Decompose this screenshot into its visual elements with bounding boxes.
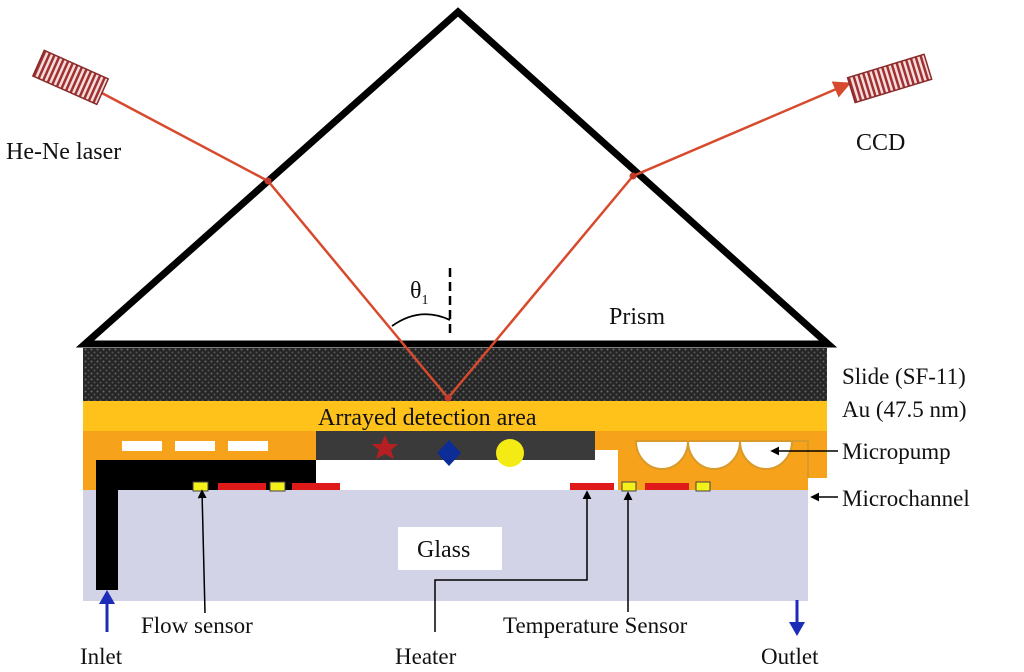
inlet-label: Inlet — [80, 644, 123, 669]
diamond-analyte-icon — [437, 440, 461, 466]
temperature-sensor-left-1 — [192, 481, 209, 492]
flow-sensor-label: Flow sensor — [141, 613, 253, 638]
glass-label-box — [398, 527, 502, 570]
theta-symbol: θ — [410, 278, 422, 304]
ccd-detector-icon — [846, 53, 933, 104]
beam-entry-point — [264, 177, 272, 185]
heater-right-2 — [645, 483, 689, 490]
theta-subscript: 1 — [422, 293, 429, 308]
micropump-label: Micropump — [842, 439, 951, 464]
theta-label: θ1 — [410, 278, 429, 308]
laser-label: He-Ne laser — [6, 139, 121, 165]
glass-label: Glass — [417, 537, 470, 563]
star-analyte-icon — [372, 435, 398, 459]
valve-block-1 — [122, 441, 162, 451]
heater-label: Heater — [395, 644, 457, 669]
microchannel-label: Microchannel — [842, 486, 970, 511]
ccd-label: CCD — [856, 130, 905, 156]
valve-block-2 — [175, 441, 215, 451]
outlet-arrow-icon — [789, 600, 805, 636]
outlet-channel — [808, 478, 828, 601]
heater-left-2 — [292, 483, 340, 490]
beam-exit-point — [629, 172, 637, 180]
temperature-sensor-right-1 — [621, 481, 637, 492]
prism-outline — [75, 7, 838, 348]
circle-analyte-icon — [496, 439, 524, 467]
slide-layer — [83, 348, 827, 401]
temperature-sensor-left-2 — [269, 481, 286, 492]
valve-block-3 — [228, 441, 268, 451]
heater-pointer — [434, 490, 592, 632]
outlet-label: Outlet — [761, 644, 819, 669]
heater-left-1 — [218, 483, 266, 490]
angle-arc — [391, 313, 451, 327]
prism-label: Prism — [609, 304, 665, 330]
micropump-chambers — [634, 440, 794, 470]
beam-reflection-point — [444, 394, 452, 402]
temperature-sensor-label: Temperature Sensor — [503, 613, 688, 638]
inlet-arrow-icon — [99, 590, 115, 632]
heater-right-1 — [570, 483, 614, 490]
gold-layer — [83, 400, 827, 431]
gold-label: Au (47.5 nm) — [842, 397, 967, 422]
laser-device-icon — [31, 49, 110, 106]
temperature-sensor-right-2 — [695, 481, 711, 492]
flow-sensor-pointer — [197, 489, 207, 614]
slide-label: Slide (SF-11) — [842, 364, 966, 389]
detection-area-label: Arrayed detection area — [318, 405, 537, 431]
